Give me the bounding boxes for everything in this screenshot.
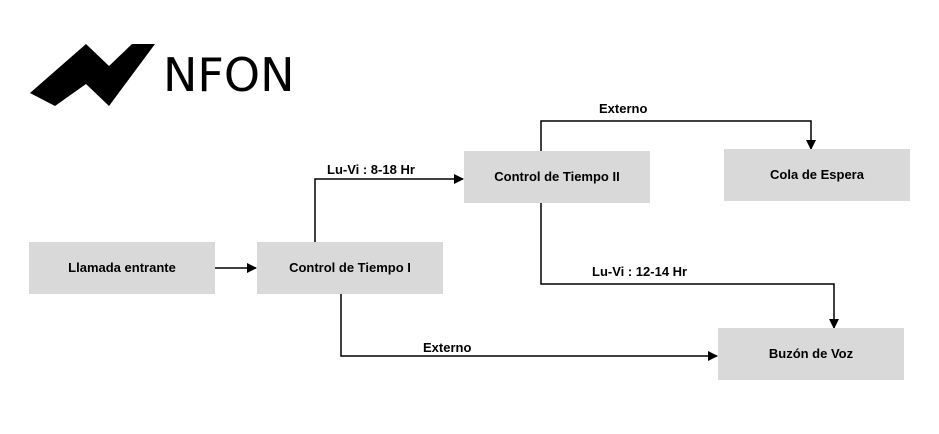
edge-label-tc2-to-queue: Externo <box>599 101 647 116</box>
edge-tc1-to-voicemail <box>340 294 718 361</box>
node-time-control-2: Control de Tiempo II <box>464 151 650 203</box>
nfon-logo-mark-icon <box>30 44 155 106</box>
logo-text: NFON <box>163 48 295 102</box>
node-queue-label: Cola de Espera <box>770 167 865 182</box>
node-time-control-2-label: Control de Tiempo II <box>494 169 619 184</box>
node-incoming-call-label: Llamada entrante <box>68 260 176 275</box>
edge-label-tc2-to-voicemail: Lu-Vi : 12-14 Hr <box>592 264 687 279</box>
nfon-logo: NFON <box>30 44 295 106</box>
edge-tc1-to-tc2 <box>314 174 464 242</box>
edge-tc2-to-queue <box>540 120 816 151</box>
node-incoming-call: Llamada entrante <box>29 242 215 294</box>
edge-label-tc1-to-voicemail: Externo <box>423 340 471 355</box>
node-voicemail: Buzón de Voz <box>718 328 904 380</box>
edge-tc2-to-voicemail <box>540 203 839 329</box>
node-time-control-1-label: Control de Tiempo I <box>289 260 411 275</box>
edge-label-tc1-to-tc2: Lu-Vi : 8-18 Hr <box>327 162 415 177</box>
node-time-control-1: Control de Tiempo I <box>257 242 443 294</box>
node-voicemail-label: Buzón de Voz <box>769 346 854 361</box>
node-queue: Cola de Espera <box>724 149 910 201</box>
